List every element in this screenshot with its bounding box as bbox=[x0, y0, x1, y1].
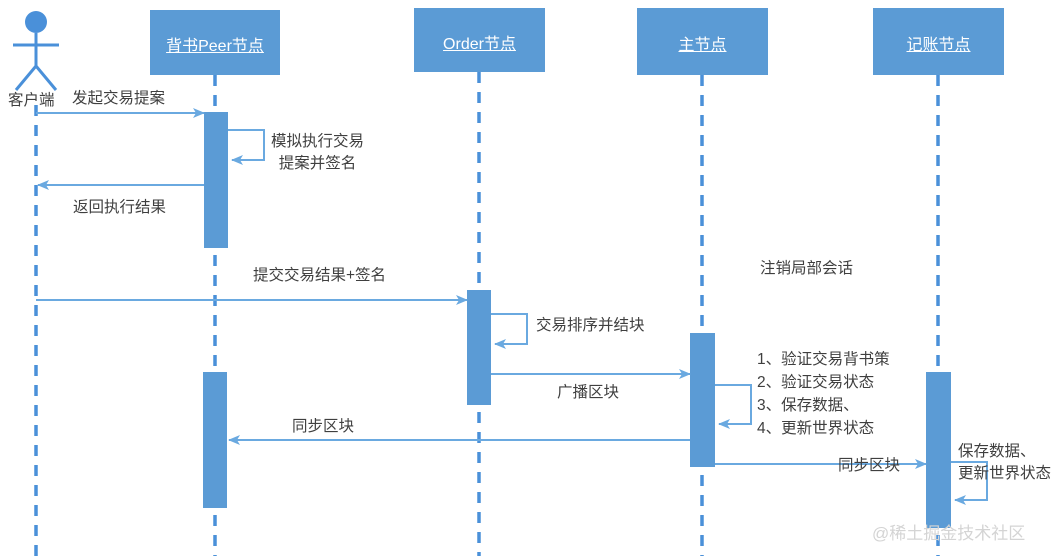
participant-label-peer[interactable]: 背书Peer节点 bbox=[166, 38, 264, 55]
activation-peer-2 bbox=[203, 372, 227, 508]
activation-order-1 bbox=[467, 290, 491, 405]
participant-box-peer bbox=[150, 10, 280, 75]
participant-label-client[interactable]: 客户端 bbox=[8, 92, 55, 109]
message-label-m4: 广播区块 bbox=[557, 384, 620, 401]
message-label-m6: 同步区块 bbox=[838, 457, 901, 474]
participant-label-ledger[interactable]: 记账节点 bbox=[906, 37, 971, 54]
self-message-label-s1: 模拟执行交易 提案并签名 bbox=[271, 133, 365, 172]
self-message-arrow-s2 bbox=[491, 313, 528, 349]
message-label-m5: 同步区块 bbox=[292, 418, 355, 435]
self-message-label-s2: 交易排序并结块 bbox=[536, 317, 645, 334]
message-label-m2: 返回执行结果 bbox=[73, 199, 167, 216]
self-message-arrow-s4 bbox=[951, 461, 988, 505]
participant-box-order bbox=[414, 8, 545, 72]
participant-box-main bbox=[637, 8, 768, 75]
participant-label-main[interactable]: 主节点 bbox=[678, 37, 727, 54]
self-message-arrow-s3 bbox=[715, 384, 752, 429]
watermark: @稀土掘金技术社区 bbox=[872, 524, 1026, 543]
message-label-m3: 提交交易结果+签名 bbox=[253, 267, 387, 284]
actor-client-figure bbox=[13, 11, 59, 91]
self-message-label-s3: 1、验证交易背书策 2、验证交易状态 3、保存数据、 4、更新世界状态 bbox=[757, 351, 890, 437]
message-label-m1: 发起交易提案 bbox=[72, 90, 166, 107]
activation-ledger-1 bbox=[926, 372, 951, 528]
participant-box-ledger bbox=[873, 8, 1004, 75]
self-message-label-s4: 保存数据、 更新世界状态 bbox=[958, 443, 1052, 482]
participant-label-order[interactable]: Order节点 bbox=[443, 36, 516, 53]
note-label-n1: 注销局部会话 bbox=[760, 260, 854, 277]
activation-peer-1 bbox=[204, 112, 228, 248]
self-message-arrow-s1 bbox=[228, 129, 265, 165]
activation-main-1 bbox=[690, 333, 715, 467]
